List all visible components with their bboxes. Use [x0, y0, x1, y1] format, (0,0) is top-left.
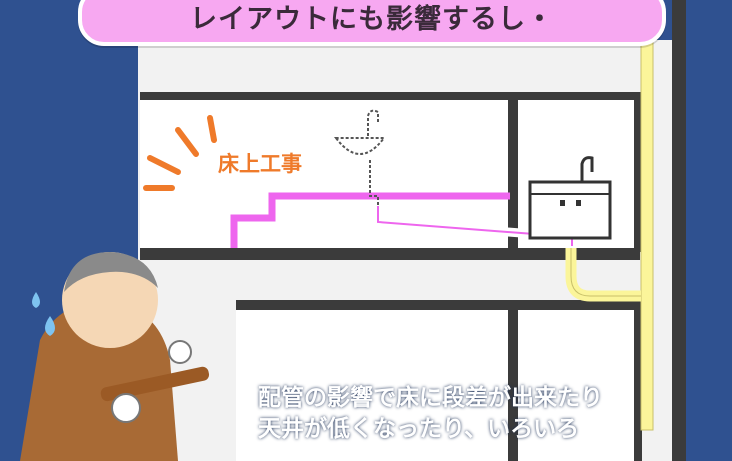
floor-slab: [140, 248, 640, 260]
partition-wall: [508, 92, 518, 252]
pink-floor-pipe: [230, 192, 510, 248]
vanity-cabinet: [528, 156, 612, 240]
old-washbasin: [333, 109, 387, 206]
floor-work-label: 床上工事: [218, 152, 302, 176]
lower-ceiling: [236, 300, 640, 310]
outer-wall: [672, 0, 686, 461]
yellow-vertical-pipe: [640, 39, 654, 431]
emphasis-marks: [143, 115, 217, 191]
lower-partition: [508, 300, 518, 461]
caption: 配管の影響で床に段差が出来たり 天井が低くなったり、いろいろ: [258, 383, 732, 445]
caption-line-2: 天井が低くなったり、いろいろ: [258, 416, 580, 442]
worried-man-illustration: [20, 252, 210, 461]
lower-right-wall: [634, 300, 642, 461]
ceiling-slab: [140, 92, 640, 100]
caption-line-1: 配管の影響で床に段差が出来たり: [258, 385, 603, 411]
headline-banner: レイアウトにも影響するし・: [78, 0, 666, 46]
right-room-wall: [634, 92, 642, 252]
headline-text: レイアウトにも影響するし・: [190, 4, 554, 35]
lower-room-right: [518, 310, 634, 461]
lower-room: [236, 310, 508, 461]
